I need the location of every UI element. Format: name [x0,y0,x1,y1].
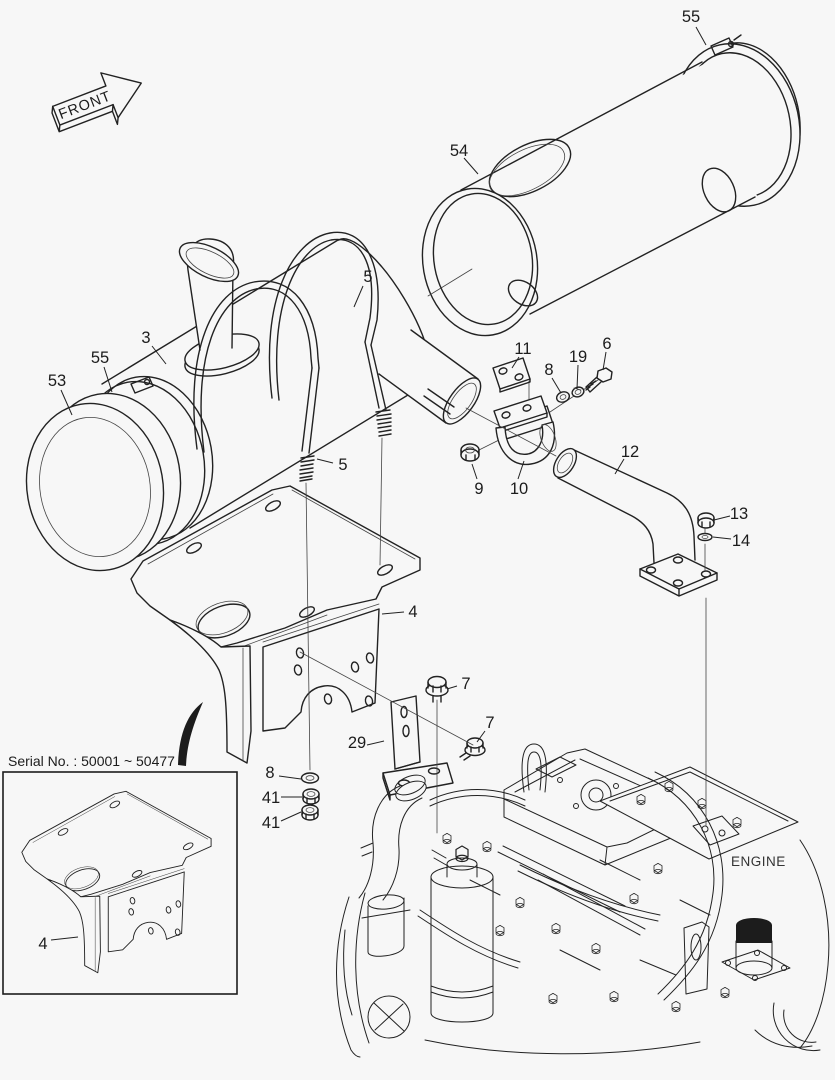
exhaust-elbow-12 [552,447,718,597]
callout-4-bracket-inset: 4 [38,935,47,953]
callout-41-nut-2: 41 [262,814,280,832]
callout-19-lock-washer: 19 [569,348,587,366]
muffler-assembly [25,231,482,572]
elbow-flange [639,553,718,597]
callout-11-plate: 11 [514,340,531,358]
inset-frame [2,771,238,995]
callout-53-end-cap: 53 [48,372,66,390]
callout-5-ubolt-lower: 5 [338,456,347,474]
washer-8 [555,391,571,403]
callout-10-clamp: 10 [510,480,528,498]
callout-12-elbow: 12 [621,443,639,461]
break-mark [178,702,203,766]
nut-41-lower [301,804,319,821]
washer-14 [697,532,713,542]
callout-layer: 55 54 5 3 55 53 11 8 19 6 5 9 10 12 13 1… [38,8,750,953]
lock-washer-19 [571,386,585,398]
u-bolt-left [193,280,320,482]
nut-41-upper [302,788,320,805]
clamp-plate-11-upper [492,357,531,393]
clamp-saddle-10 [495,421,557,466]
callout-55-cover-clamp: 55 [682,8,700,26]
nut-9 [460,443,480,462]
front-arrow: FRONT [51,72,142,133]
callout-9-nut: 9 [474,480,483,498]
callout-8-washer-lower: 8 [265,764,274,782]
callout-55-cap-clamp: 55 [91,349,109,367]
mount-bracket-4-inset [21,790,212,974]
engine-illustration: ENGINE [336,743,830,1058]
assembly-lines [299,268,707,834]
engine-label: ENGINE [731,854,786,869]
callout-6-bolt: 6 [602,335,611,353]
inset-box: Serial No. : 50001 ~ 50477 [2,753,238,995]
callout-13-nut: 13 [730,505,748,523]
cover-clamp-screw [710,34,742,56]
u-bolt-right [268,231,392,437]
muffler-outlet-pipe [378,329,482,425]
callout-41-nut-1: 41 [262,789,280,807]
callout-8-washer: 8 [544,361,553,379]
callout-54-cover: 54 [450,142,468,160]
washer-8-lower [300,772,320,784]
clamp-hardware [460,357,613,466]
muffler-cover-54 [421,34,801,337]
leader-lines [50,26,732,941]
end-cap-53 [25,392,182,572]
flange-bolt-7-upper [425,675,449,703]
hardware-stack-lower [300,772,320,821]
nut-13 [697,512,715,529]
serial-note: Serial No. : 50001 ~ 50477 [8,753,175,769]
muffler-inlet-stub [178,238,260,377]
bolt-6 [585,367,613,393]
callout-3-muffler: 3 [141,329,150,347]
mount-bracket-4 [130,485,421,764]
callout-5-ubolt-upper: 5 [363,268,372,286]
callout-29-l-bracket: 29 [348,734,366,752]
callout-14-washer: 14 [732,532,750,550]
callout-4-bracket: 4 [408,603,417,621]
callout-7-bolt-lower: 7 [485,714,494,732]
callout-7-bolt-upper: 7 [461,675,470,693]
flange-bolt-7-lower [459,737,486,761]
